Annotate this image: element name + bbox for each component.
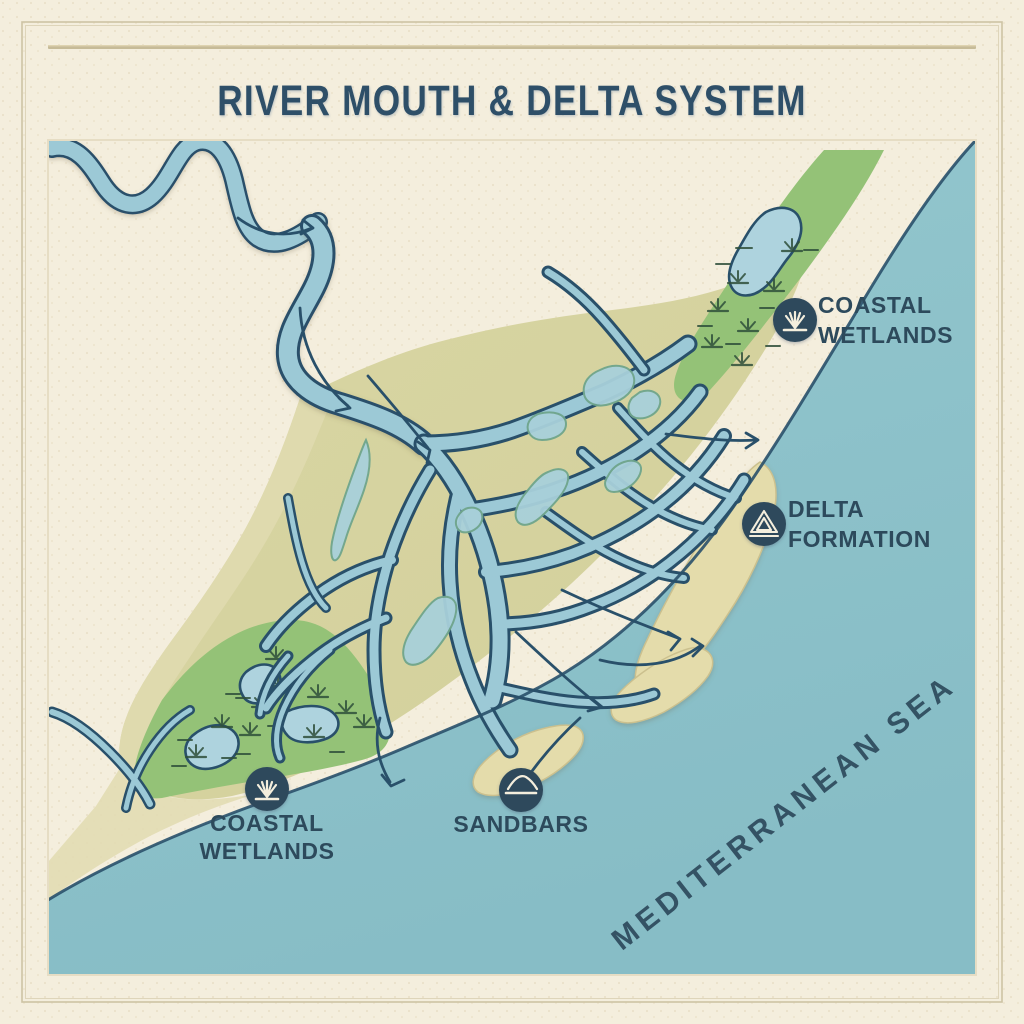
outer-frame-inner	[25, 25, 999, 999]
marker-delta-formation[interactable]: DELTA FORMATION	[742, 496, 931, 552]
marker-label-line1: COASTAL	[818, 292, 932, 318]
grass-tuft-icon	[184, 744, 208, 759]
map-border	[47, 139, 977, 976]
grass-tuft-icon	[238, 722, 262, 737]
marker-label-line1: COASTAL	[210, 810, 324, 836]
map-canvas: MEDITERRANEAN SEA COASTAL WETLANDS	[48, 140, 976, 975]
delta-fan-icon	[748, 509, 780, 538]
shore-sand-band-lower	[48, 768, 256, 900]
wetland-north	[674, 150, 884, 402]
delta-inner-lagoons	[330, 364, 662, 666]
grass-tuft-icon	[700, 334, 724, 349]
marker-label-line1: SANDBARS	[453, 811, 588, 837]
grass-tuft-icon	[210, 714, 234, 729]
flow-arrow-icon	[366, 374, 432, 465]
flow-arrow-icon	[514, 630, 604, 713]
marker-coastal-wetlands-south[interactable]: COASTAL WETLANDS	[199, 767, 334, 864]
lagoon-south-3	[280, 704, 340, 744]
grass-tuft-icon	[726, 270, 750, 285]
marker-label-line1: DELTA	[788, 496, 864, 522]
sandbar-icon	[504, 775, 539, 795]
marker-label-line2: WETLANDS	[199, 838, 334, 864]
mediterranean-sea	[48, 140, 976, 975]
marker-sandbars[interactable]: SANDBARS	[453, 768, 588, 837]
flow-arrow-icon	[664, 431, 760, 450]
marker-label-line2: FORMATION	[788, 526, 931, 552]
grass-tuft-icon	[730, 352, 754, 367]
flow-arrow-icon	[236, 216, 315, 236]
outer-frame	[21, 21, 1003, 1003]
river-trunk	[275, 214, 436, 456]
grass-tuft-icon	[780, 238, 804, 253]
meandering-river	[48, 140, 328, 253]
shore-sand-band	[118, 398, 330, 788]
grass-tuft-icon	[306, 684, 330, 699]
flow-arrow-icon	[560, 588, 682, 652]
reed-grass-icon	[254, 779, 280, 801]
grass-tuft-icon	[352, 714, 376, 729]
grass-tuft-icon	[302, 724, 326, 739]
flow-arrow-icon	[598, 637, 705, 667]
marker-badge[interactable]	[742, 502, 786, 546]
flow-arrow-icon	[375, 716, 406, 788]
header-rule-highlight	[48, 45, 976, 47]
grass-tuft-icon	[736, 318, 760, 333]
marker-coastal-wetlands-north[interactable]: COASTAL WETLANDS	[773, 292, 953, 348]
marker-label-line2: WETLANDS	[818, 322, 953, 348]
grass-tuft-icon	[334, 700, 358, 715]
north-distributary	[541, 265, 651, 377]
lagoon-north	[727, 206, 803, 297]
flow-arrow-icon	[298, 306, 352, 413]
marker-badge[interactable]	[499, 768, 543, 812]
page-title: RIVER MOUTH & DELTA SYSTEM	[217, 77, 806, 125]
reed-grass-icon	[782, 310, 808, 332]
grass-tuft-icon	[706, 298, 730, 313]
grass-tuft-icon	[762, 278, 786, 293]
tributary-streams	[48, 493, 331, 813]
